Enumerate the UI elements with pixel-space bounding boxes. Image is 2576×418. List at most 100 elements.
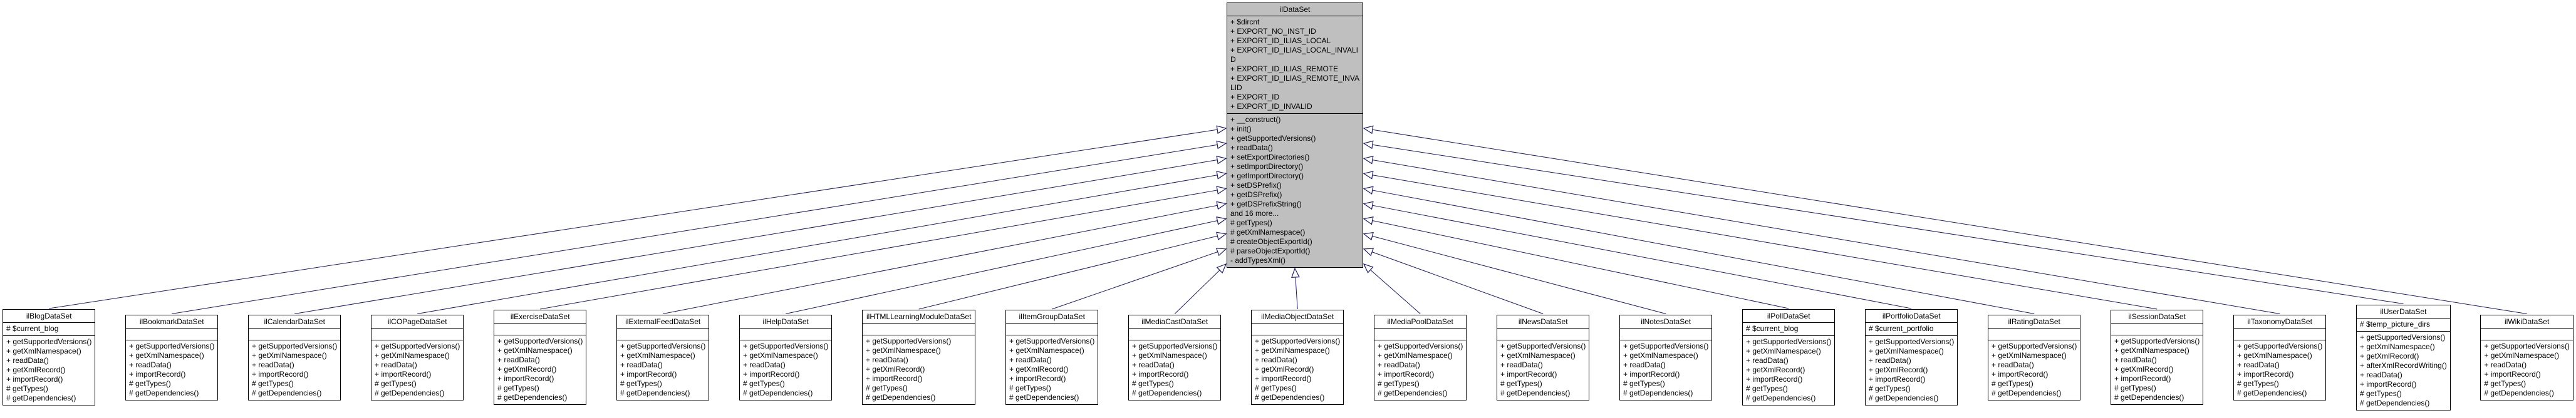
class-node-ilWikiDataSet[interactable]: ilWikiDataSet + getSupportedVersions() + … <box>2480 314 2573 400</box>
class-method: + readData() <box>1255 355 1297 364</box>
class-method: # getTypes() <box>375 379 417 388</box>
inheritance-edge <box>1363 201 1912 309</box>
class-methods: + __construct()+ init()+ getSupportedVer… <box>1227 114 1363 267</box>
class-attributes <box>863 324 975 335</box>
class-method: + getXmlNamespace() <box>1132 350 1207 360</box>
class-attributes <box>617 329 709 340</box>
class-node-ilSessionDataSet[interactable]: ilSessionDataSet + getSupportedVersions(… <box>2111 310 2204 405</box>
class-method: # getTypes() <box>620 379 662 388</box>
class-method: # getDependencies() <box>1746 394 1816 402</box>
class-node-ilPortfolioDataSet[interactable]: ilPortfolioDataSet # $current_portfolio … <box>1865 309 1958 405</box>
class-method: + getSupportedVersions() <box>497 337 583 345</box>
class-node-ilHelpDataSet[interactable]: ilHelpDataSet + getSupportedVersions()+ … <box>739 314 833 400</box>
class-methods: + getSupportedVersions()+ getXmlNamespac… <box>1497 340 1589 400</box>
class-method: + getXmlNamespace() <box>1009 346 1084 355</box>
class-method: + readData() <box>1500 360 1543 369</box>
class-method: + afterXmlRecordWriting() <box>2360 360 2447 370</box>
class-methods: + getSupportedVersions()+ getXmlNamespac… <box>1252 335 1343 404</box>
class-methods: + getSupportedVersions()+ getXmlNamespac… <box>1129 340 1220 400</box>
class-node-ilHTMLLearningModuleDataSet[interactable]: ilHTMLLearningModuleDataSet + getSupport… <box>862 310 976 405</box>
class-methods: + getSupportedVersions()+ getXmlNamespac… <box>249 340 340 400</box>
class-method: + getSupportedVersions() <box>2484 341 2570 350</box>
class-node-ilUserDataSet[interactable]: ilUserDataSet # $temp_picture_dirs + get… <box>2356 304 2451 410</box>
class-method: + readData() <box>1230 143 1273 152</box>
class-node-ilMediaPoolDataSet[interactable]: ilMediaPoolDataSet + getSupportedVersion… <box>1374 314 1467 400</box>
inheritance-edge <box>1363 248 1544 314</box>
class-attributes <box>1497 329 1589 340</box>
class-method: # getDependencies() <box>497 393 568 402</box>
class-method: + importRecord() <box>2114 374 2171 383</box>
class-attribute: + $dircnt <box>1230 18 1260 26</box>
class-name: ilNewsDataSet <box>1497 315 1589 329</box>
class-node-ilRatingDataSet[interactable]: ilRatingDataSet + getSupportedVersions()… <box>1988 314 2081 400</box>
class-method: # getDependencies() <box>1623 388 1693 397</box>
inheritance-edge <box>1363 125 2527 314</box>
class-node-ilBlogDataSet[interactable]: ilBlogDataSet # $current_blog + getSuppo… <box>3 309 96 405</box>
class-method: + getXmlNamespace() <box>866 346 941 355</box>
class-method: + importRecord() <box>129 369 186 379</box>
class-method: # getDependencies() <box>866 393 936 402</box>
class-node-ilBookmarkDataSet[interactable]: ilBookmarkDataSet + getSupportedVersions… <box>125 314 219 400</box>
inheritance-edge <box>49 125 1227 309</box>
class-method: # getDependencies() <box>2484 388 2554 397</box>
class-node-ilMediaObjectDataSet[interactable]: ilMediaObjectDataSet + getSupportedVersi… <box>1251 310 1344 405</box>
class-attribute: + EXPORT_ID_ILIAS_REMOTE <box>1230 64 1339 73</box>
class-attribute: # $current_portfolio <box>1869 324 1934 333</box>
class-attributes <box>740 329 832 340</box>
class-method: + readData() <box>497 355 540 364</box>
class-node-ilPollDataSet[interactable]: ilPollDataSet # $current_blog + getSuppo… <box>1742 309 1836 405</box>
class-attribute: + EXPORT_ID_ILIAS_REMOTE_INVALID <box>1230 74 1359 92</box>
class-method: + getSupportedVersions() <box>375 341 460 350</box>
class-method: + getSupportedVersions() <box>1500 341 1586 350</box>
class-method: + getSupportedVersions() <box>2114 337 2200 345</box>
class-method: + importRecord() <box>2237 369 2294 379</box>
class-name: ilTaxonomyDataSet <box>2234 315 2326 329</box>
class-method: # getTypes() <box>1255 384 1297 392</box>
class-method: + getSupportedVersions() <box>1230 134 1316 143</box>
class-method: # getDependencies() <box>2360 398 2430 407</box>
class-method: + getXmlNamespace() <box>1992 350 2067 360</box>
class-node-ilExternalFeedDataSet[interactable]: ilExternalFeedDataSet + getSupportedVers… <box>616 314 710 400</box>
class-method: # getTypes() <box>497 384 539 392</box>
class-method: + readData() <box>252 360 294 369</box>
class-method: + getXmlNamespace() <box>2114 346 2189 355</box>
class-attributes <box>1620 329 1712 340</box>
class-method: + getXmlNamespace() <box>620 350 695 360</box>
inheritance-edge <box>294 155 1227 314</box>
class-method: # getTypes() <box>2360 389 2402 398</box>
class-node-ilNewsDataSet[interactable]: ilNewsDataSet + getSupportedVersions()+ … <box>1497 314 1590 400</box>
class-node-ilCOPageDataSet[interactable]: ilCOPageDataSet + getSupportedVersions()… <box>371 314 464 400</box>
class-method: # getTypes() <box>129 379 171 388</box>
class-methods: + getSupportedVersions()+ getXmlNamespac… <box>1374 340 1466 400</box>
class-attribute: + EXPORT_NO_INST_ID <box>1230 27 1316 36</box>
class-method: + importRecord() <box>2484 369 2541 379</box>
inheritance-edge <box>918 232 1227 310</box>
class-attributes <box>494 324 586 335</box>
inheritance-edge <box>663 201 1227 314</box>
class-name: ilPortfolioDataSet <box>1866 310 1958 323</box>
class-node-ilMediaCastDataSet[interactable]: ilMediaCastDataSet + getSupportedVersion… <box>1128 314 1222 400</box>
inheritance-edge <box>1363 216 1789 309</box>
class-method: + getXmlNamespace() <box>743 350 818 360</box>
class-method: + setExportDirectories() <box>1230 153 1310 161</box>
class-method: # getTypes() <box>1500 379 1542 388</box>
class-node-ilItemGroupDataSet[interactable]: ilItemGroupDataSet + getSupportedVersion… <box>1005 310 1099 405</box>
class-methods: + getSupportedVersions()+ getXmlNamespac… <box>2111 335 2203 404</box>
class-method: + getXmlRecord() <box>2114 365 2174 374</box>
class-name: ilWikiDataSet <box>2481 315 2573 329</box>
class-method: # getTypes() <box>866 384 908 392</box>
class-method: # getDependencies() <box>129 388 199 397</box>
class-node-ilNotesDataSet[interactable]: ilNotesDataSet + getSupportedVersions()+… <box>1619 314 1713 400</box>
class-node-ilCalendarDataSet[interactable]: ilCalendarDataSet + getSupportedVersions… <box>248 314 341 400</box>
class-method: + readData() <box>620 360 663 369</box>
class-method: + getSupportedVersions() <box>743 341 829 350</box>
class-method: # parseObjectExportId() <box>1230 247 1311 255</box>
class-node-ilTaxonomyDataSet[interactable]: ilTaxonomyDataSet + getSupportedVersions… <box>2233 314 2327 400</box>
class-method: + getXmlNamespace() <box>1378 350 1453 360</box>
class-node-ilExerciseDataSet[interactable]: ilExerciseDataSet + getSupportedVersions… <box>494 310 587 405</box>
class-methods: + getSupportedVersions()+ getXmlNamespac… <box>863 335 975 404</box>
class-method: + getXmlRecord() <box>1009 365 1069 374</box>
class-method: + getSupportedVersions() <box>1869 337 1955 346</box>
class-methods: + getSupportedVersions()+ getXmlNamespac… <box>1988 340 2080 400</box>
class-methods: + getSupportedVersions()+ getXmlNamespac… <box>2357 332 2450 410</box>
